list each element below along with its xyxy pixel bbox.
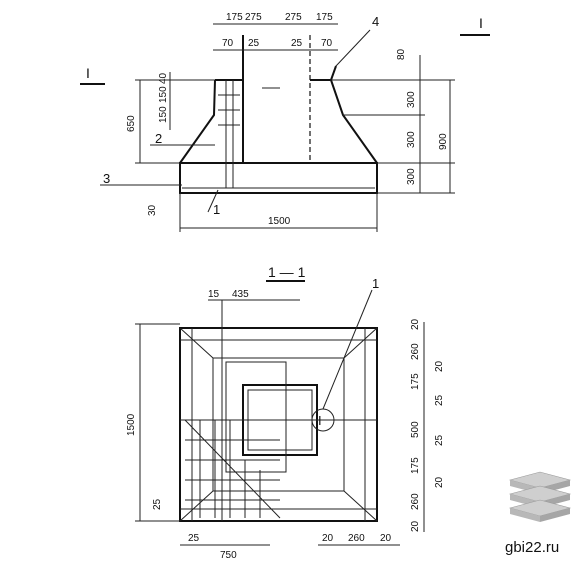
plan-dim-right-2: 260 bbox=[410, 343, 421, 360]
plan-callout-1: 1 bbox=[372, 276, 379, 291]
dim-bottom-total: 1500 bbox=[268, 216, 291, 227]
plan-dim-bottom-5: 20 bbox=[380, 533, 392, 544]
plan-dim-bottom-3: 20 bbox=[322, 533, 334, 544]
watermark-site: gbi22.ru bbox=[505, 539, 559, 556]
plan-inner-ring bbox=[212, 357, 345, 492]
plan-dim-right-4: 175 bbox=[410, 373, 421, 390]
left-slope bbox=[179, 79, 216, 164]
dim-top-2: 275 bbox=[245, 12, 262, 23]
dim-left-total: 650 bbox=[126, 115, 137, 132]
dim-left-small-2: 150 bbox=[158, 86, 169, 103]
plan-dim-left-small: 25 bbox=[152, 498, 163, 510]
dim-right-total: 900 bbox=[438, 133, 449, 150]
section-mark-right: I bbox=[479, 15, 483, 31]
dim-right-stack-1: 300 bbox=[406, 91, 417, 108]
right-slope bbox=[330, 79, 378, 164]
plan-dim-right-7: 25 bbox=[434, 434, 445, 446]
plan-view: 1 — 1 bbox=[126, 264, 445, 561]
dim-inner-left-1: 70 bbox=[222, 38, 234, 49]
dim-inner-right-1: 25 bbox=[291, 38, 303, 49]
plan-dim-top-2: 435 bbox=[232, 289, 249, 300]
plan-dim-right-6: 500 bbox=[410, 421, 421, 438]
plan-inner-box bbox=[225, 361, 287, 473]
dim-right-small: 80 bbox=[396, 48, 407, 60]
watermark-logo bbox=[508, 471, 572, 522]
dim-inner-left-2: 25 bbox=[248, 38, 260, 49]
plan-dim-bottom-1: 25 bbox=[188, 533, 200, 544]
plan-dim-right-11: 20 bbox=[410, 520, 421, 532]
cage-ties bbox=[218, 94, 240, 126]
section-view: I I 4 2 3 1 175 275 275 175 70 25 25 70 … bbox=[80, 12, 490, 232]
plan-dim-right-5: 25 bbox=[434, 394, 445, 406]
plan-dim-top-1: 15 bbox=[208, 289, 220, 300]
plan-outer bbox=[179, 327, 378, 522]
dim-left-small-1: 40 bbox=[158, 72, 169, 84]
callout-4: 4 bbox=[372, 14, 379, 29]
plan-dim-right-1: 20 bbox=[410, 318, 421, 330]
dim-top-1: 175 bbox=[226, 12, 243, 23]
callout-3: 3 bbox=[103, 171, 110, 186]
plan-marker: I bbox=[318, 413, 322, 428]
dim-right-stack-2: 300 bbox=[406, 131, 417, 148]
plan-dim-bottom-2-text: 750 bbox=[220, 550, 237, 561]
dim-inner-right-2: 70 bbox=[321, 38, 333, 49]
plan-dim-bottom-4: 260 bbox=[348, 533, 365, 544]
plan-dim-right-3: 20 bbox=[434, 360, 445, 372]
dim-top-3: 275 bbox=[285, 12, 302, 23]
plan-dim-right-10: 260 bbox=[410, 493, 421, 510]
notch bbox=[330, 65, 337, 81]
plan-title: 1 — 1 bbox=[268, 264, 306, 280]
plan-diagonals bbox=[179, 327, 378, 522]
dim-bottom-left: 30 bbox=[147, 204, 158, 216]
dim-left-small-3: 150 bbox=[158, 106, 169, 123]
plan-dim-left-total: 1500 bbox=[126, 413, 137, 436]
plan-dim-right-8: 175 bbox=[410, 457, 421, 474]
callout-leader-4 bbox=[335, 29, 371, 67]
section-mark-left: I bbox=[86, 65, 90, 81]
plan-grid bbox=[180, 300, 377, 521]
callout-1: 1 bbox=[213, 202, 220, 217]
callout-2: 2 bbox=[155, 131, 162, 146]
callout-leader-1 bbox=[207, 189, 219, 213]
plan-callout-leader bbox=[322, 289, 373, 410]
plan-dim-right-9: 20 bbox=[434, 476, 445, 488]
dim-right-stack-3: 300 bbox=[406, 168, 417, 185]
dim-top-4: 175 bbox=[316, 12, 333, 23]
plan-mesh bbox=[184, 419, 281, 519]
